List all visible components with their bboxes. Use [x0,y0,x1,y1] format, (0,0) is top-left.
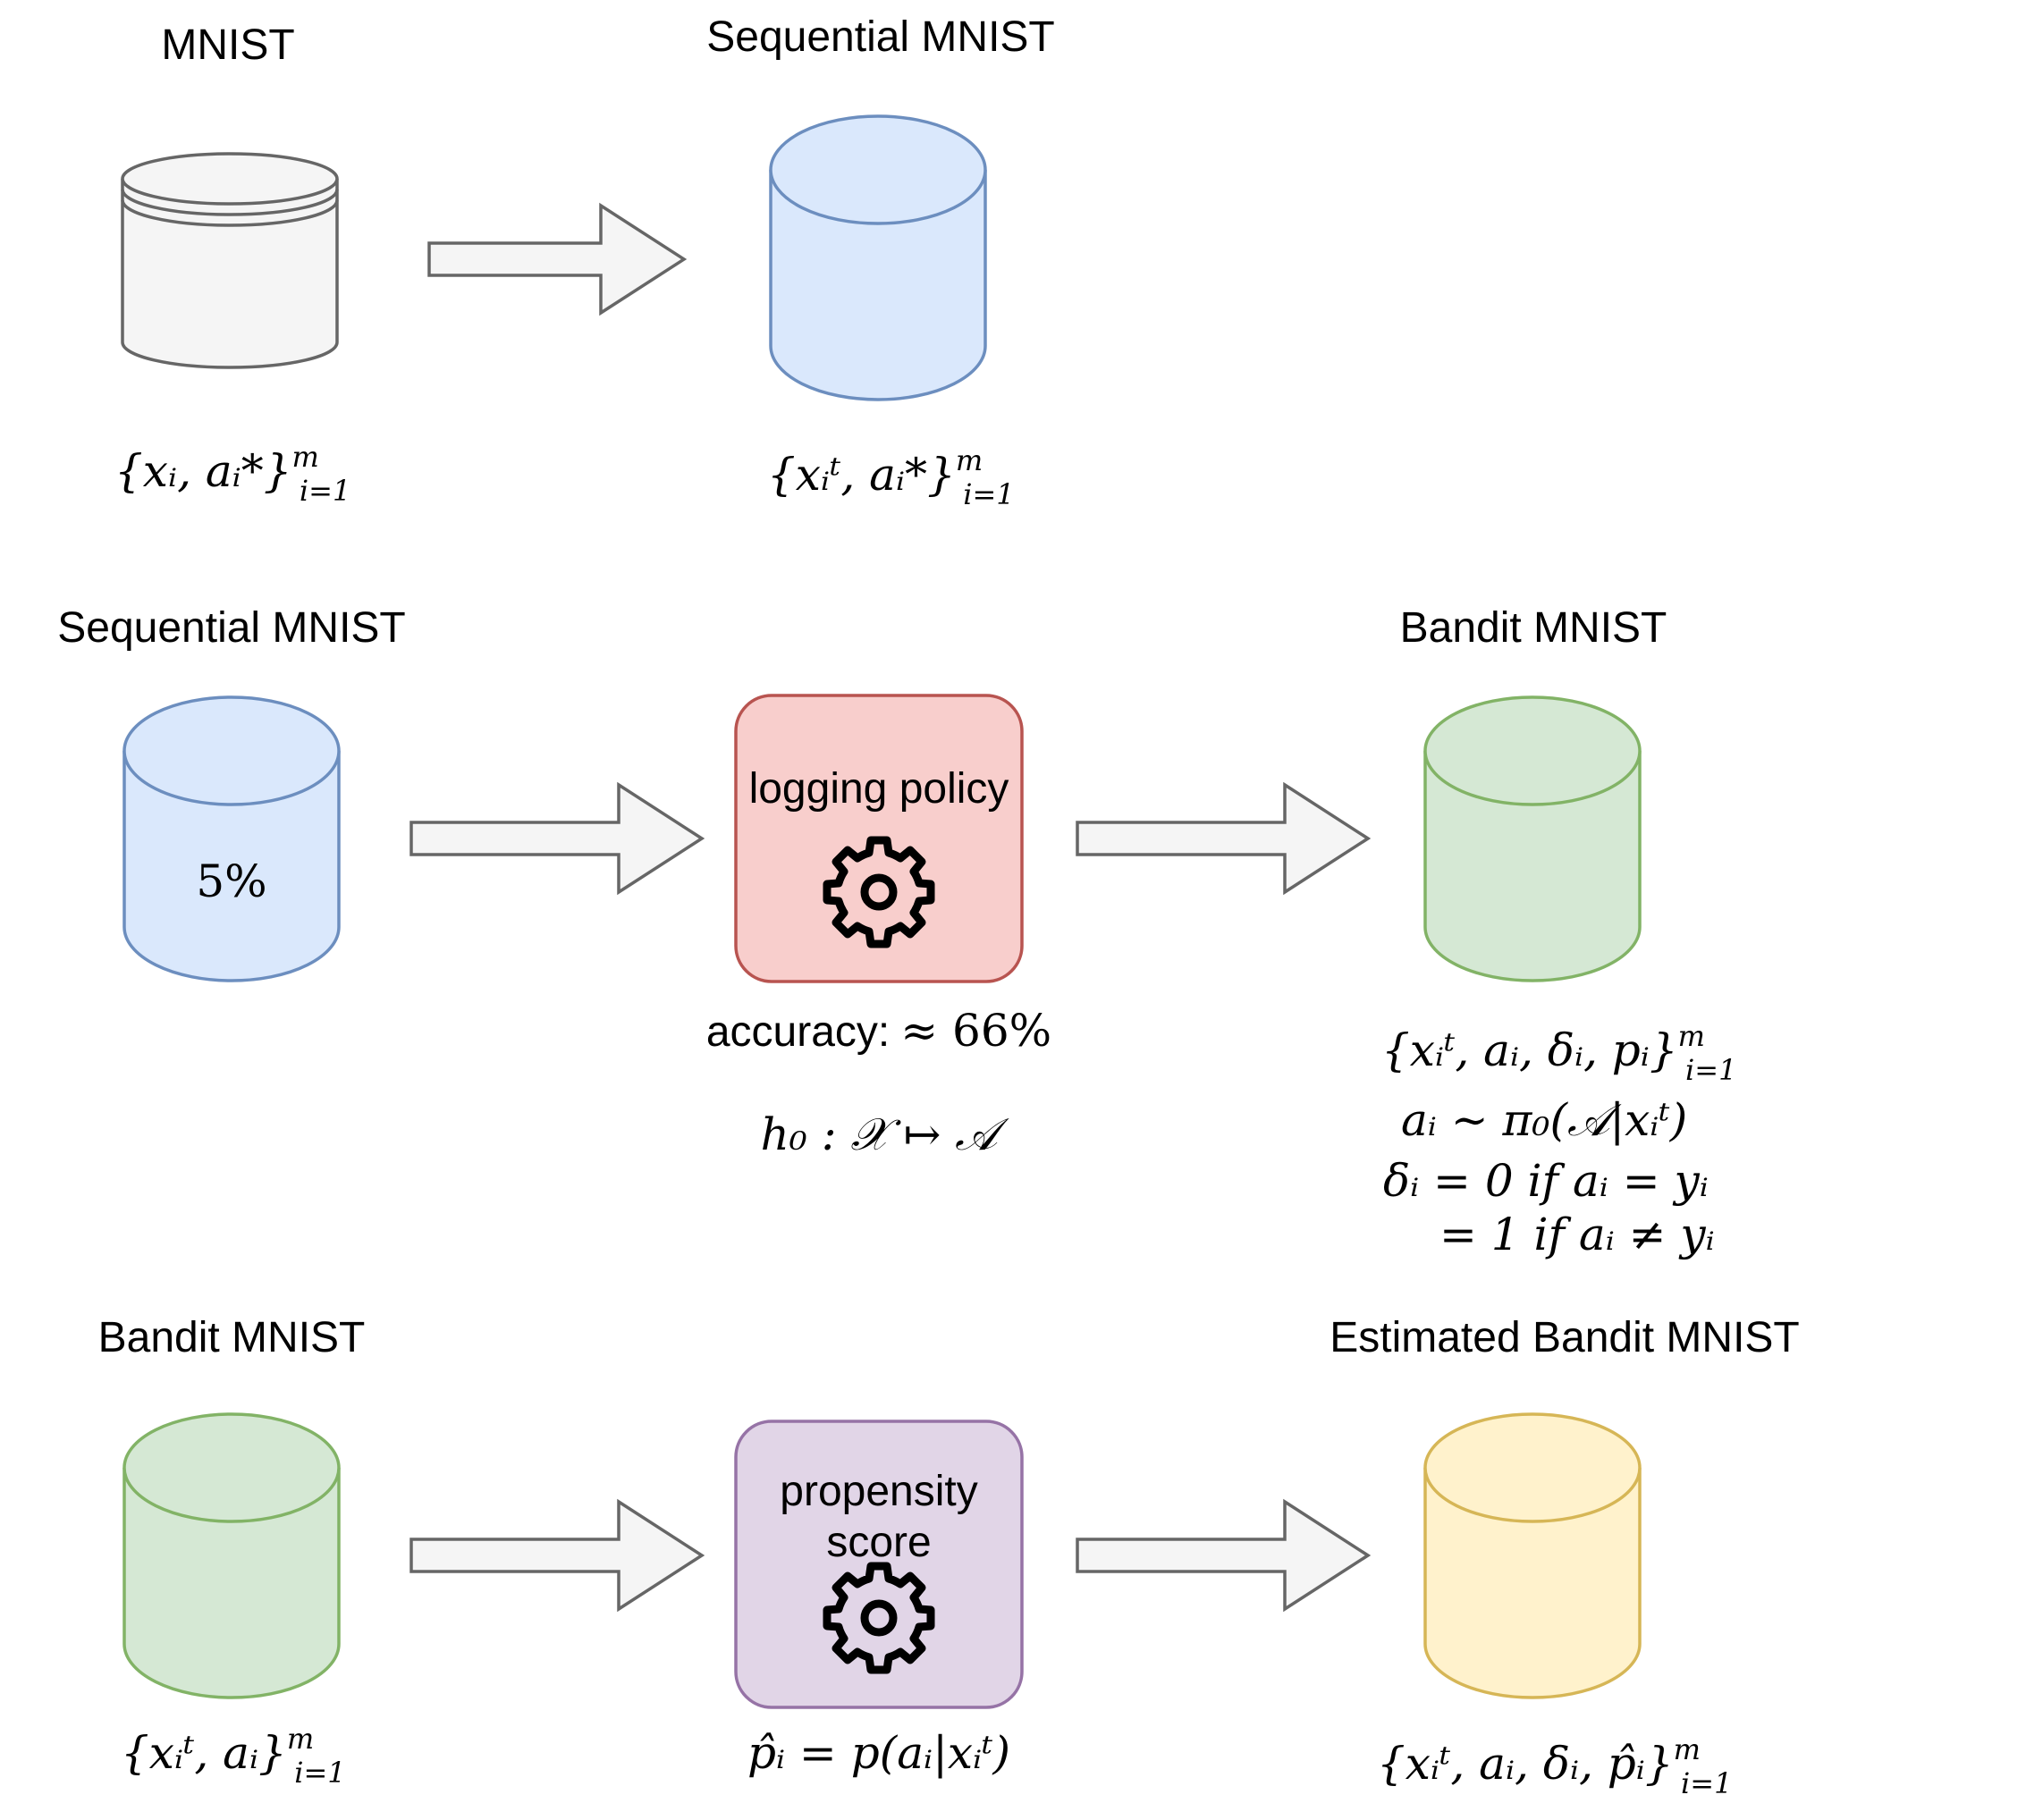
logging-policy-label: logging policy [749,765,1009,813]
estimated-bandit-mnist-database-icon [1423,1412,1642,1699]
arrow-logging-policy-to-bandit [1076,781,1372,896]
propensity-label-line1: propensity [780,1468,977,1515]
arrow-mnist-to-sequential [427,202,688,316]
estimated-bandit-mnist-title: Estimated Bandit MNIST [1330,1314,1800,1361]
bandit-mnist-title: Bandit MNIST [1400,604,1667,652]
svg-text:{xᵢ, aᵢ*}mi=1: {xᵢ, aᵢ*}mi=1 [114,440,350,508]
mnist-title: MNIST [161,21,294,69]
accuracy-text: accuracy:≈ 66% [706,1005,1051,1057]
logging-policy-box: logging policy [734,694,1024,983]
sequential-mnist-source-title: Sequential MNIST [57,604,406,652]
mnist-database-icon [121,152,339,369]
sequential-mnist-database-icon [769,114,987,401]
loss-formula-line-2: = 1 if aᵢ ≠ yᵢ [1439,1209,1715,1260]
subset-percentage: 5% [196,855,266,907]
sampling-formula: aᵢ ∼ π₀(𝒜|xᵢᵗ) [1401,1094,1687,1146]
svg-text:{xᵢᵗ, aᵢ*}mi=1: {xᵢᵗ, aᵢ*}mi=1 [767,443,1015,511]
arrow-bandit-to-propensity [409,1498,705,1613]
loss-formula-line-1: δᵢ = 0 if aᵢ = yᵢ [1383,1155,1709,1207]
bandit-mnist-source-title: Bandit MNIST [98,1314,366,1361]
arrow-propensity-to-estimated [1076,1498,1372,1613]
hypothesis-formula: h₀ : 𝒳 ↦ 𝒜 [761,1108,1010,1160]
propensity-label-line2: score [826,1519,931,1566]
propensity-formula: p̂ᵢ = p(aᵢ|xᵢᵗ) [747,1727,1010,1779]
svg-text:{xᵢᵗ, aᵢ, δᵢ, pᵢ}mi=1: {xᵢᵗ, aᵢ, δᵢ, pᵢ}mi=1 [1381,1019,1736,1087]
arrow-sequential-to-logging-policy [409,781,705,896]
bandit-mnist-database-icon [1423,695,1642,982]
svg-text:{xᵢᵗ, aᵢ}mi=1: {xᵢᵗ, aᵢ}mi=1 [121,1722,346,1790]
propensity-score-box: propensity score [734,1420,1024,1709]
gear-icon [823,836,935,948]
svg-text:{xᵢᵗ, aᵢ, δᵢ, p̂ᵢ}mi=1: {xᵢᵗ, aᵢ, δᵢ, p̂ᵢ}mi=1 [1377,1732,1732,1800]
bandit-mnist-source-database-icon [122,1412,341,1699]
sequential-mnist-5pct-database-icon [122,695,341,982]
gear-icon [827,1566,931,1670]
sequential-mnist-title: Sequential MNIST [706,13,1055,61]
